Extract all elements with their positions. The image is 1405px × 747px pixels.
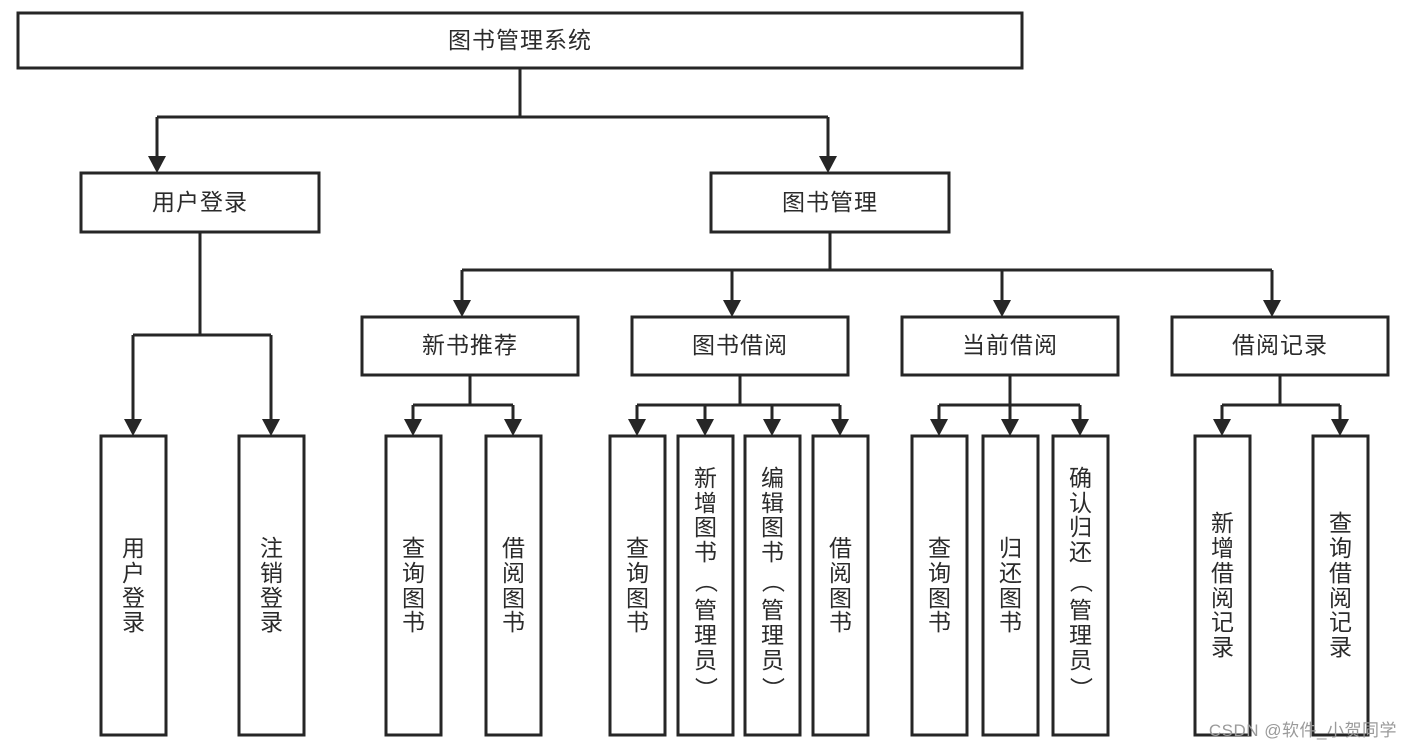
connector-layer xyxy=(124,68,1349,436)
connector-新书推荐 xyxy=(411,375,515,422)
arrow-head-icon xyxy=(404,419,422,436)
arrow-head-icon xyxy=(763,419,781,436)
watermark-text: CSDN @软件_小贺同学 xyxy=(1208,721,1397,740)
arrow-head-icon xyxy=(453,300,471,317)
connector-图书管理系统 xyxy=(155,68,830,159)
node-box-新书推荐[interactable] xyxy=(360,315,580,377)
arrow-head-icon xyxy=(124,419,142,436)
node-box-确认归还管理员[interactable] xyxy=(1051,434,1110,737)
arrow-head-icon xyxy=(628,419,646,436)
arrow-head-icon xyxy=(504,419,522,436)
connector-用户登录 xyxy=(131,232,273,422)
arrow-head-icon xyxy=(696,419,714,436)
node-box-借阅图书[interactable] xyxy=(484,434,543,737)
node-box-归还图书[interactable] xyxy=(981,434,1040,737)
arrow-head-icon xyxy=(831,419,849,436)
arrow-head-icon xyxy=(930,419,948,436)
connector-当前借阅 xyxy=(937,375,1082,422)
box-layer xyxy=(16,11,1390,737)
connector-图书管理 xyxy=(460,232,1274,303)
arrow-head-icon xyxy=(262,419,280,436)
node-box-图书管理系统[interactable] xyxy=(16,11,1024,70)
arrow-head-icon xyxy=(1213,419,1231,436)
node-box-借阅记录[interactable] xyxy=(1170,315,1390,377)
node-box-用户登录[interactable] xyxy=(99,434,168,737)
node-box-图书借阅[interactable] xyxy=(630,315,850,377)
arrow-head-icon xyxy=(148,156,166,173)
arrow-head-icon xyxy=(1331,419,1349,436)
node-box-查询图书[interactable] xyxy=(608,434,667,737)
node-box-借阅图书[interactable] xyxy=(811,434,870,737)
node-box-查询图书[interactable] xyxy=(384,434,443,737)
node-box-用户登录[interactable] xyxy=(79,171,321,234)
node-box-图书管理[interactable] xyxy=(709,171,951,234)
arrow-head-icon xyxy=(1071,419,1089,436)
arrow-head-icon xyxy=(1001,419,1019,436)
node-box-查询图书[interactable] xyxy=(910,434,969,737)
arrow-head-icon xyxy=(1263,300,1281,317)
node-box-编辑图书管理员[interactable] xyxy=(743,434,802,737)
arrow-head-icon xyxy=(819,156,837,173)
node-box-注销登录[interactable] xyxy=(237,434,306,737)
node-box-当前借阅[interactable] xyxy=(900,315,1120,377)
connector-借阅记录 xyxy=(1220,375,1342,422)
connector-图书借阅 xyxy=(635,375,842,422)
arrow-head-icon xyxy=(993,300,1011,317)
node-box-新增借阅记录[interactable] xyxy=(1193,434,1252,737)
node-box-新增图书管理员[interactable] xyxy=(676,434,735,737)
arrow-head-icon xyxy=(723,300,741,317)
node-box-查询借阅记录[interactable] xyxy=(1311,434,1370,737)
